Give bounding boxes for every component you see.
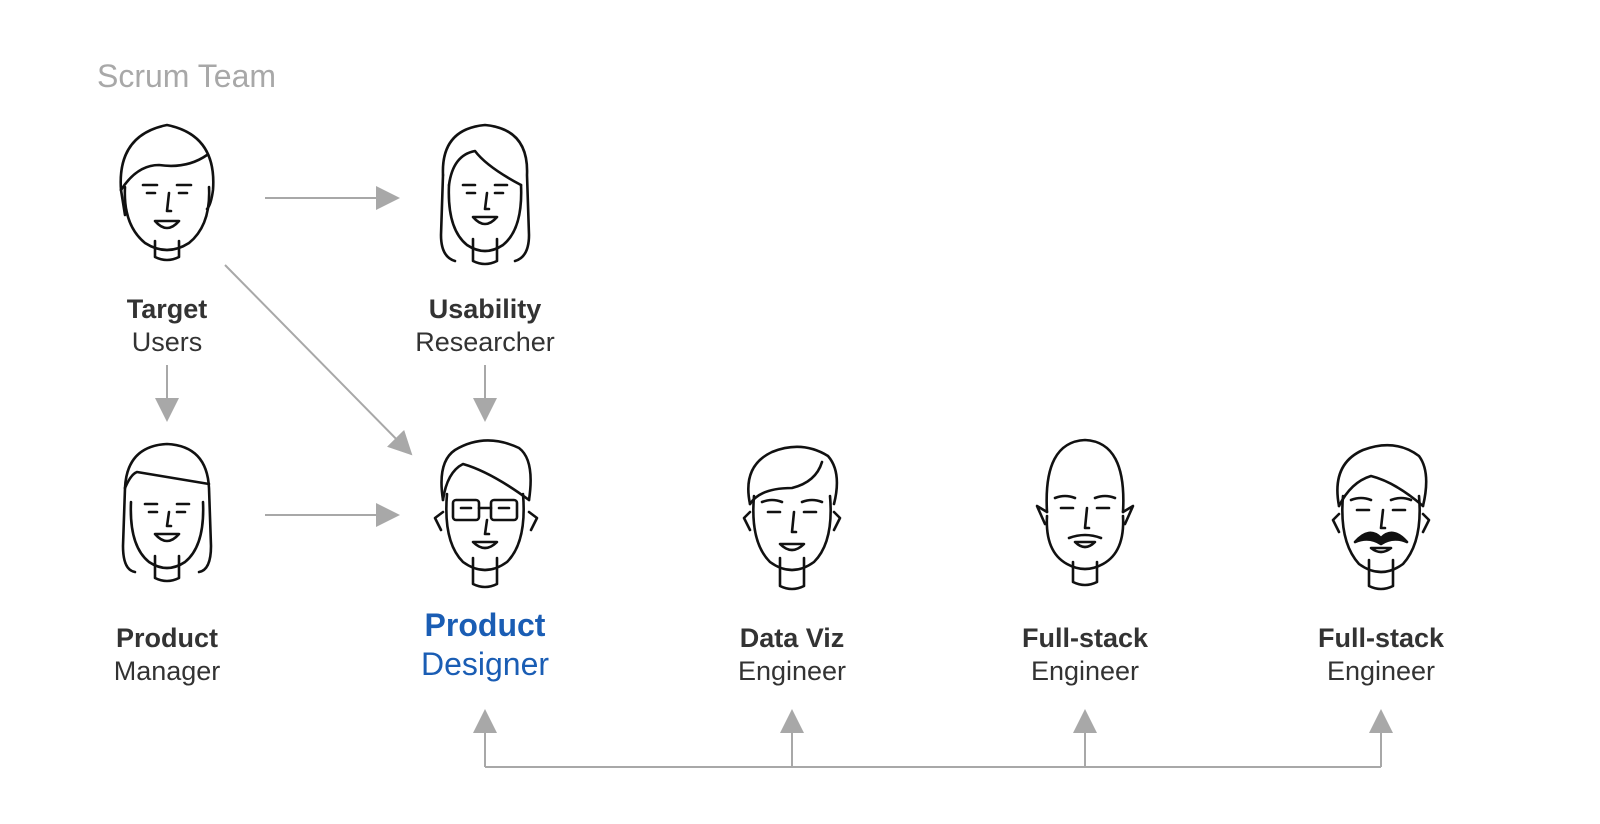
woman-short-hair-icon (119, 123, 215, 262)
role-name: Usability (428, 294, 542, 324)
role-name: Full-stack (1021, 623, 1149, 653)
label-target-users: Target Users (47, 293, 287, 359)
label-product-designer: Product Designer (365, 606, 605, 684)
man-swept-hair-icon (742, 445, 842, 591)
label-data-viz-engineer: Data Viz Engineer (672, 622, 912, 688)
role-name: Full-stack (1317, 623, 1445, 653)
diagram-title: Scrum Team (97, 58, 277, 94)
man-glasses-icon (433, 439, 539, 589)
mustached-man-icon (1331, 443, 1431, 591)
label-usability-researcher: Usability Researcher (365, 293, 605, 359)
role-name: Product (115, 623, 218, 653)
role-name: Product (424, 607, 546, 643)
role-subtitle: Manager (113, 655, 221, 686)
arrow-target-to-designer (224, 264, 413, 456)
woman-bangs-icon (121, 442, 213, 583)
role-subtitle: Engineer (1326, 655, 1436, 686)
role-subtitle: Researcher (415, 326, 555, 357)
label-fullstack-engineer-1: Full-stack Engineer (965, 622, 1205, 688)
role-subtitle: Engineer (1030, 655, 1140, 686)
role-subtitle: Designer (420, 646, 550, 683)
label-product-manager: Product Manager (47, 622, 287, 688)
label-fullstack-engineer-2: Full-stack Engineer (1261, 622, 1501, 688)
role-name: Data Viz (739, 623, 845, 653)
bald-bearded-man-icon (1035, 438, 1135, 587)
role-subtitle: Users (131, 326, 203, 357)
woman-long-hair-icon (439, 123, 531, 266)
role-subtitle: Engineer (737, 655, 847, 686)
role-name: Target (126, 294, 208, 324)
